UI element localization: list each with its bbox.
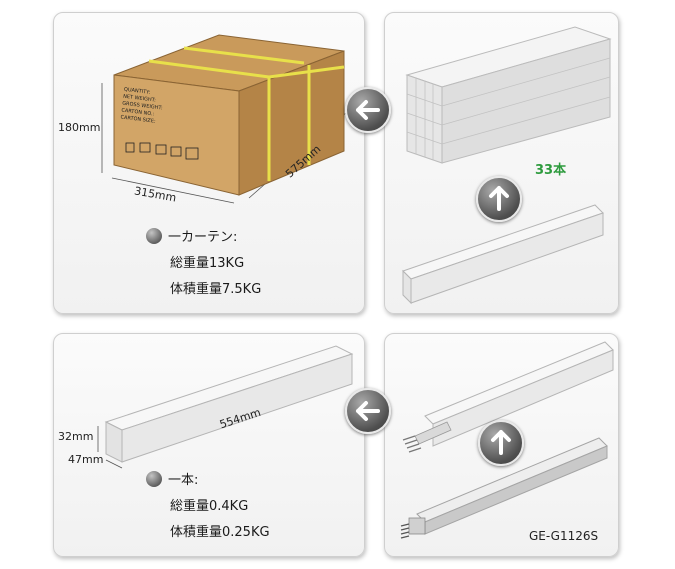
tube-volume-weight: 体積重量0.25KG [170, 525, 270, 540]
lamp-illustration [400, 341, 614, 539]
tube-total-weight: 総重量0.4KG [170, 499, 249, 514]
tube-width-label: 47mm [68, 453, 104, 466]
tube-info-title: 一本: [168, 473, 199, 488]
tube-info: 一本: 総重量0.4KG 体積重量0.25KG [146, 468, 270, 546]
bullet-icon [146, 228, 162, 244]
carton-label: QUANTITY: NET WEIGHT: GROSS WEIGHT: CART… [120, 87, 165, 127]
carton-box-illustration [101, 34, 347, 204]
carton-info: 一カーテン: 総重量13KG 体積重量7.5KG [146, 225, 261, 303]
arrow-left-icon [345, 388, 391, 434]
stacked-tubes-panel: 33本 [384, 12, 619, 314]
carton-total-weight: 総重量13KG [170, 256, 245, 271]
single-tube-panel: 32mm 47mm 554mm 一本: 総重量0.4KG 体積重量0.25KG [53, 333, 365, 557]
arrow-up-icon [478, 420, 524, 466]
carton-panel: QUANTITY: NET WEIGHT: GROSS WEIGHT: CART… [53, 12, 365, 314]
arrow-up-icon [476, 176, 522, 222]
carton-height-label: 180mm [58, 121, 101, 134]
tube-count-label: 33本 [535, 163, 567, 178]
model-number: GE-G1126S [529, 529, 599, 543]
stacked-tubes-illustration [402, 26, 612, 305]
tube-height-label: 32mm [58, 430, 94, 443]
carton-info-title: 一カーテン: [168, 230, 238, 245]
single-tube-illustration [97, 345, 354, 469]
arrow-left-icon [345, 87, 391, 133]
bullet-icon [146, 471, 162, 487]
carton-volume-weight: 体積重量7.5KG [170, 282, 262, 297]
